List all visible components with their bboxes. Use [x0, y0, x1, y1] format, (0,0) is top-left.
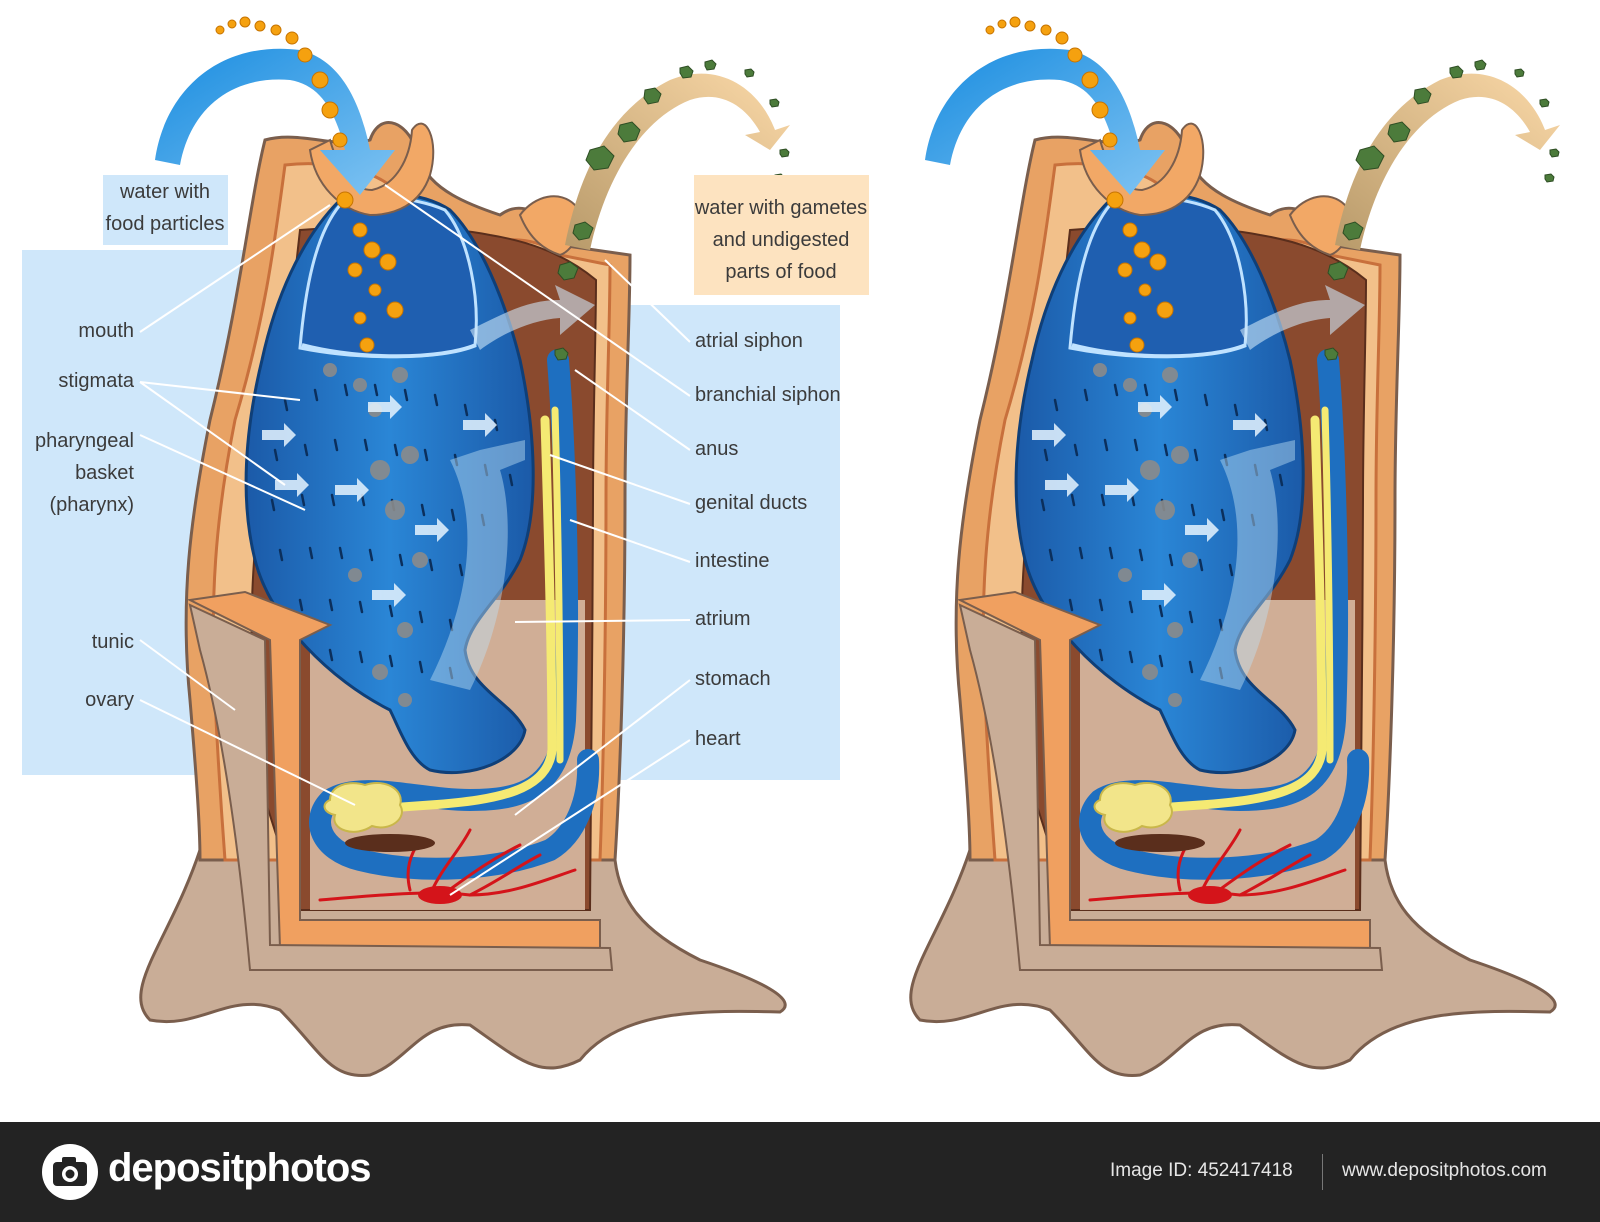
- leader-lines: [139, 184, 691, 896]
- inflow-callout-line2: food particles: [106, 213, 225, 235]
- label-atrial-siphon: atrial siphon: [695, 330, 803, 352]
- footer-bar: depositphotos Image ID: 452417418 www.de…: [0, 1122, 1600, 1222]
- label-mouth: mouth: [78, 320, 134, 342]
- label-heart: heart: [695, 728, 741, 750]
- label-ovary: ovary: [85, 689, 134, 711]
- organism-unlabeled: [911, 17, 1560, 1076]
- inflow-callout-line1: water with: [119, 181, 210, 203]
- label-branchial-siphon: branchial siphon: [695, 384, 841, 406]
- label-genital-ducts: genital ducts: [695, 492, 807, 514]
- site-url[interactable]: www.depositphotos.com: [1342, 1160, 1547, 1181]
- outflow-callout-line3: parts of food: [725, 261, 836, 283]
- image-id: Image ID: 452417418: [1110, 1160, 1293, 1181]
- ascidian-diagram: water with food particles water with gam…: [22, 0, 1600, 1122]
- outflow-callout-line1: water with gametes: [694, 197, 867, 219]
- label-stigmata: stigmata: [58, 370, 134, 392]
- inflow-callout-box: [103, 175, 228, 245]
- label-intestine: intestine: [695, 550, 770, 572]
- brand-logo-text: depositphotos: [108, 1146, 372, 1190]
- footer-separator: [1322, 1154, 1323, 1190]
- camera-logo-icon: [42, 1144, 98, 1200]
- label-atrium: atrium: [695, 608, 751, 630]
- label-pharyngeal-1: pharyngeal: [35, 430, 134, 452]
- outflow-callout-box: [694, 175, 869, 295]
- label-tunic: tunic: [92, 631, 134, 653]
- label-pharyngeal-2: basket: [75, 462, 134, 484]
- label-stomach: stomach: [695, 668, 771, 690]
- label-anus: anus: [695, 438, 738, 460]
- label-pharyngeal-3: (pharynx): [50, 494, 134, 516]
- outflow-callout-line2: and undigested: [713, 229, 850, 251]
- right-label-panel: [620, 305, 840, 780]
